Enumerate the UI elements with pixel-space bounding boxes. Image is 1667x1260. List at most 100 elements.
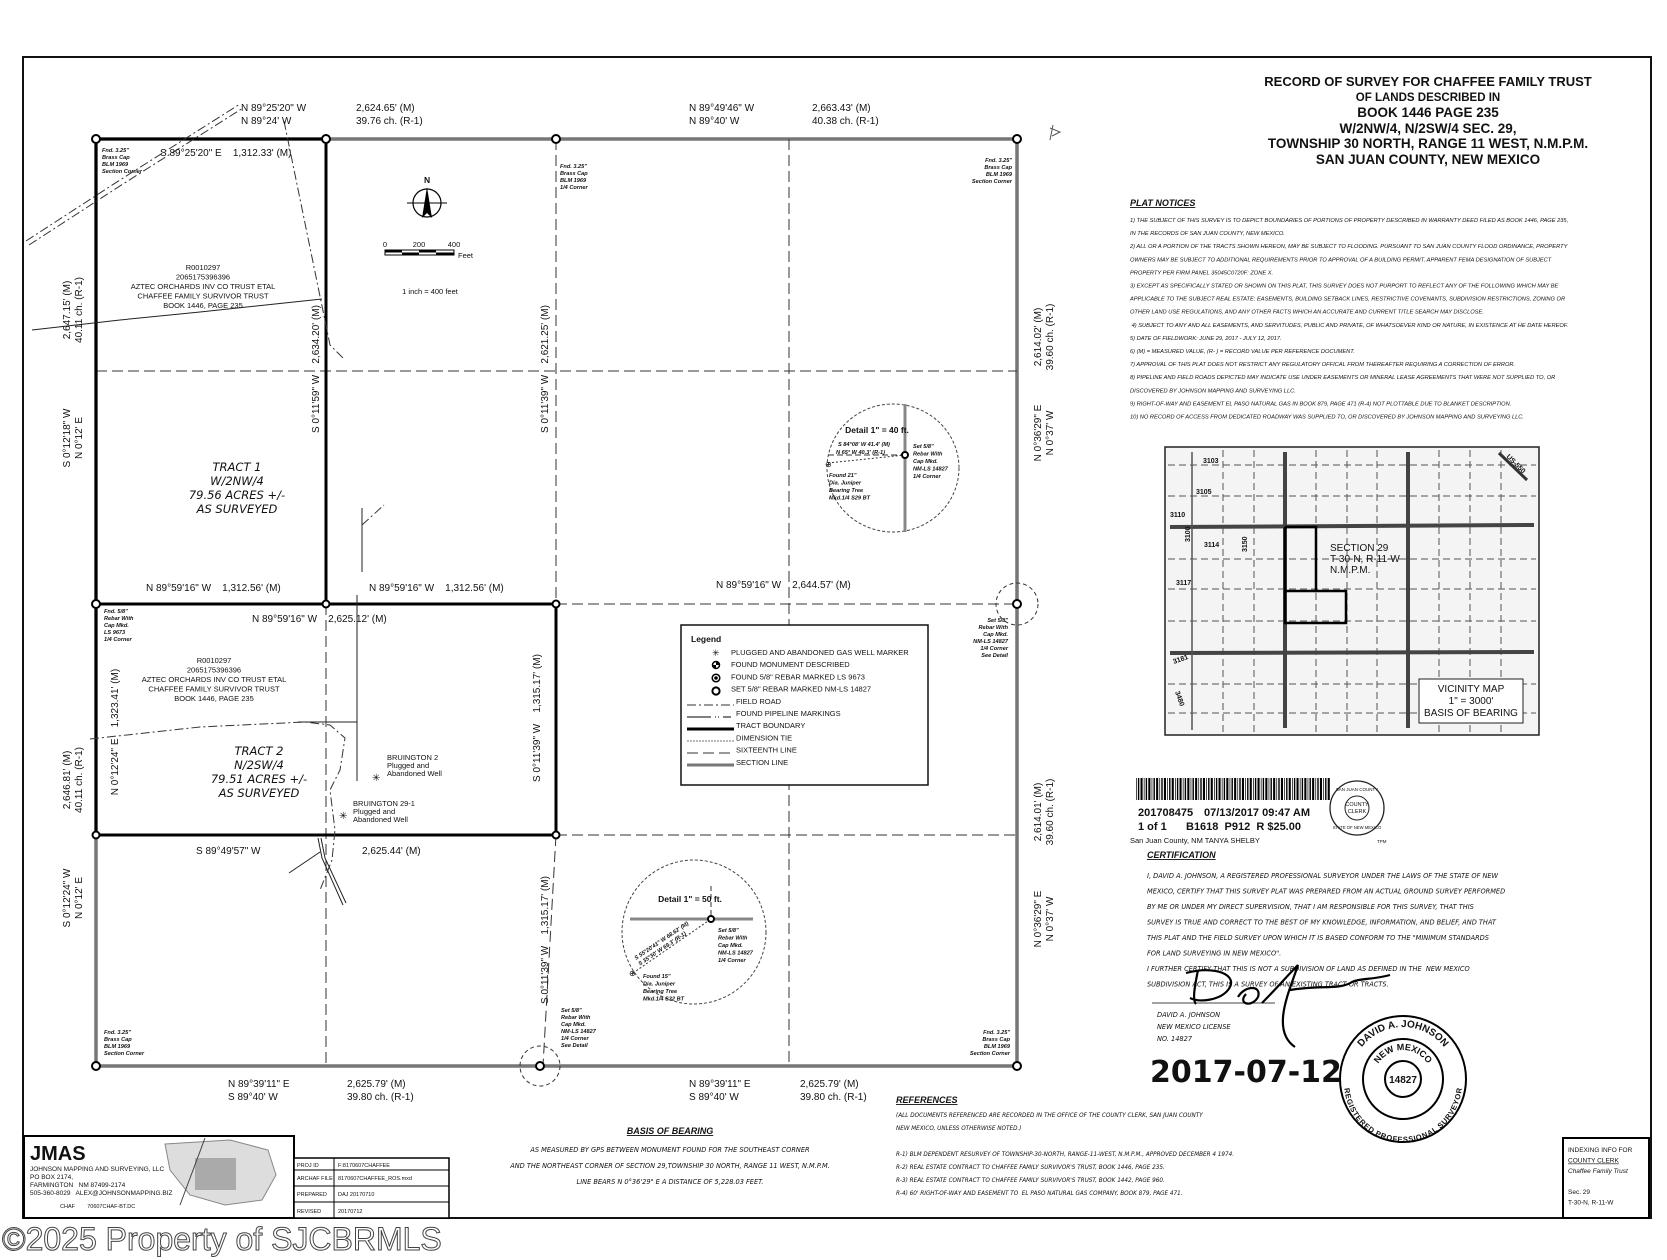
bearing-label: N 0°12' E — [74, 877, 85, 919]
detail-note: Set 5/8" — [718, 928, 739, 934]
corner-note: Section Corner — [104, 1051, 145, 1057]
distance-label: 40.38 ch. (R-1) — [812, 116, 879, 127]
plat-notice-line: 7) APPROVAL OF THIS PLAT DOES NOT RESTRI… — [1130, 362, 1515, 368]
distance-label: 40.11 ch. (R-1) — [74, 747, 85, 813]
bearing-label: N 89°39'11" E — [689, 1079, 751, 1090]
vicinity-section-label: T-30-N, R-11-W — [1330, 554, 1400, 565]
bearing-label: S 0°12'24" W — [62, 868, 73, 927]
certification-line: I FURTHER CERTIFY THAT THIS IS NOT A SUB… — [1147, 965, 1470, 973]
legend-item-label: FOUND 5/8" REBAR MARKED LS 9673 — [731, 672, 865, 681]
road-label: 3105 — [1196, 489, 1212, 496]
title-block-value: DAJ 20170710 — [338, 1192, 374, 1198]
bearing-label: S 89°40' W — [689, 1092, 739, 1103]
set-rebar-monument — [551, 599, 561, 609]
corner-note: Fnd. 3.25" — [983, 1030, 1010, 1036]
recording-book-page-fee: B1618 P912 R $25.00 — [1186, 821, 1301, 833]
title-block-value: 20170712 — [338, 1209, 362, 1215]
detail-tie: N 65° W 40.3' (R-1) — [836, 450, 885, 456]
plat-notice-line: IN THE RECORDS OF SAN JUAN COUNTY, NEW M… — [1130, 231, 1285, 237]
scale-bar: 0 200 400 Feet 1 inch = 400 feet — [383, 240, 474, 296]
plat-notice-line: 6) (M) = MEASURED VALUE, (R- ) = RECORD … — [1130, 349, 1355, 355]
tract-1-north-call: S 89°25'20" E 1,312.33' (M) — [160, 148, 291, 159]
reference-line: R-3) REAL ESTATE CONTRACT TO CHAFFEE FAM… — [896, 1178, 1165, 1184]
road-label: 3110 — [1170, 512, 1185, 519]
certification-line: THIS PLAT AND THE FIELD SURVEY UPON WHIC… — [1147, 934, 1489, 942]
indexing-line: INDEXING INFO FOR — [1568, 1147, 1633, 1154]
legend-item-label: PLUGGED AND ABANDONED GAS WELL MARKER — [731, 648, 909, 657]
road-label: 3181 — [1172, 654, 1189, 666]
plat-notice-line: APPLICABLE TO THE SUBJECT REAL ESTATE: E… — [1129, 297, 1565, 303]
distance-label: 2,625.79' (M) — [800, 1079, 859, 1090]
gas-well-marker-icon: ✳ — [339, 811, 347, 822]
vicinity-caption: VICINITY MAP — [1438, 684, 1505, 695]
corner-note: Rebar With — [104, 616, 134, 622]
north-arrow: N — [407, 175, 447, 218]
detail-note: Cap Mkd. — [913, 459, 938, 465]
detail-note: Bearing Tree — [643, 989, 677, 995]
basis-line: LINE BEARS N 0°36'29" E A DISTANCE OF 5,… — [577, 1178, 764, 1186]
corner-note: BLM 1969 — [102, 162, 129, 168]
well-status: Abandoned Well — [387, 769, 442, 778]
plat-notice-line: 1) THE SUBJECT OF THIS SURVEY IS TO DEPI… — [1130, 218, 1568, 224]
north-arrow-label: N — [424, 175, 430, 185]
detail-callout-circle — [519, 1045, 561, 1087]
recording-doc-number: 201708475 — [1138, 807, 1193, 819]
seal-text: REGISTERED PROFESSIONAL SURVEYOR — [1342, 1087, 1464, 1144]
detail-note: Dia. Juniper — [643, 982, 676, 988]
tract-text: N/2SW/4 — [234, 758, 284, 772]
watermark: ©2025 Property of SJCBRMLS — [2, 1221, 442, 1257]
well-status: Abandoned Well — [353, 815, 408, 824]
detail-note: Cap Mkd. — [718, 943, 743, 949]
reference-line: (ALL DOCUMENTS REFERENCED ARE RECORDED I… — [896, 1113, 1203, 1119]
vicinity-section-label: N.M.P.M. — [1330, 565, 1370, 576]
title-line: W/2NW/4, N/2SW/4 SEC. 29, — [1339, 121, 1516, 136]
detail-note: NM-LS 14827 — [718, 951, 754, 957]
corner-note: See Detail — [981, 653, 1008, 659]
reference-line: R-1) BLM DEPENDENT RESURVEY OF TOWNSHIP-… — [896, 1152, 1234, 1158]
corner-note: LS 9673 — [104, 630, 126, 636]
detail-note: Mkd.1/4 S29 BT — [829, 496, 871, 502]
certification-line: SURVEY IS TRUE AND CORRECT TO THE BEST O… — [1147, 919, 1497, 927]
corner-note: BLM 1969 — [986, 172, 1013, 178]
references-heading: REFERENCES — [896, 1095, 958, 1105]
distance-label: 39.60 ch. (R-1) — [1045, 779, 1056, 846]
title-line: BOOK 1446 PAGE 235 — [1357, 105, 1499, 120]
plat-notices-heading: PLAT NOTICES — [1130, 198, 1195, 208]
tract-text: BOOK 1446, PAGE 235 — [174, 694, 254, 703]
bearing-label: S 89°40' W — [228, 1092, 278, 1103]
recording-pages: 1 of 1 — [1138, 821, 1167, 833]
vicinity-section-label: SECTION 29 — [1330, 543, 1389, 554]
bearing-label: N 0°12' E — [74, 417, 85, 459]
tract-text: 2065175396396 — [187, 666, 241, 675]
tract-text: TRACT 1 — [213, 460, 262, 474]
well-name: BRUINGTON 29-1 — [353, 799, 415, 808]
distance-label: 2,663.43' (M) — [812, 103, 871, 114]
field-road — [89, 721, 346, 891]
distance-label: 39.76 ch. (R-1) — [356, 116, 423, 127]
detail-note: NM-LS 14827 — [913, 467, 949, 473]
road-label: 3103 — [1203, 458, 1219, 465]
reference-line: NEW MEXICO, UNLESS OTHERWISE NOTED.) — [896, 1126, 1021, 1132]
corner-note: 1/4 Corner — [561, 1036, 589, 1042]
scale-unit: Feet — [458, 251, 474, 260]
pipeline — [31, 298, 323, 331]
handwritten-date: 2017-07-12 — [1150, 1055, 1342, 1090]
found-monument-sw — [91, 1061, 101, 1071]
found-rebar-w-quarter — [91, 599, 101, 609]
well-status: Plugged and — [353, 807, 395, 816]
plat-notice-line: OTHER LAND USE REGULATIONS, AND ANY OTHE… — [1130, 310, 1484, 316]
scale-note: 1 inch = 400 feet — [402, 287, 459, 296]
sheet-mark — [1049, 124, 1062, 141]
plat-notices: PLAT NOTICES 1) THE SUBJECT OF THIS SURV… — [1129, 198, 1569, 421]
detail-callout-circle — [995, 582, 1039, 626]
reference-line: R-4) 60' RIGHT-OF-WAY AND EASEMENT TO EL… — [896, 1191, 1183, 1197]
survey-title: RECORD OF SURVEY FOR CHAFFEE FAMILY TRUS… — [1264, 74, 1592, 167]
detail-tie: S 55°20'41" W 68.62' (M) — [634, 921, 690, 962]
detail-note: Set 5/8" — [913, 444, 934, 450]
road-label: 3150 — [1242, 536, 1249, 552]
file-reference: CHAF 70607CHAF-BT.DC — [60, 1204, 135, 1210]
title-block-label: ARCHAF FILE — [297, 1176, 333, 1182]
set-rebar-monument — [321, 134, 331, 144]
